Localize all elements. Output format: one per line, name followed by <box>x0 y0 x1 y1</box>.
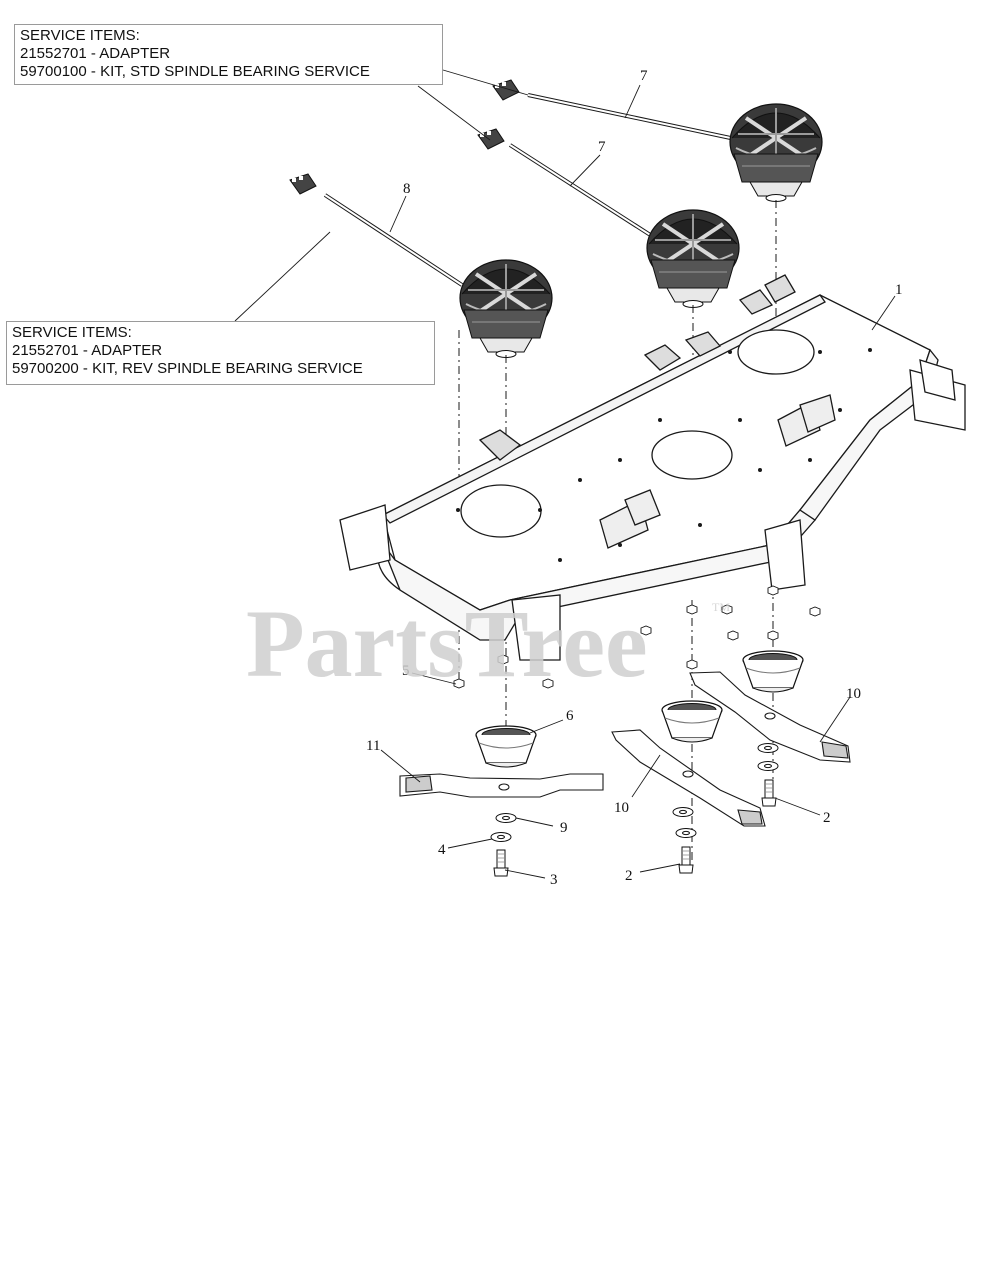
watermark: PartsTree TM <box>246 590 730 697</box>
mower-deck <box>339 274 966 661</box>
connector-top <box>492 79 520 101</box>
service-items-box-std: SERVICE ITEMS: 21552701 - ADAPTER 597001… <box>14 24 443 85</box>
blade-center <box>611 729 766 827</box>
flat-washer-right <box>757 743 779 753</box>
watermark-text: PartsTree <box>246 590 648 697</box>
callouts: 1 2 2 3 4 5 6 7 7 8 9 10 10 11 <box>366 68 903 888</box>
callout-blade-center: 10 <box>614 800 629 816</box>
cable-center-motor <box>508 143 657 240</box>
service-items-heading: SERVICE ITEMS: <box>20 27 140 44</box>
leader-lines <box>234 69 896 879</box>
callout-motor-center: 7 <box>598 139 606 155</box>
flat-washer-left <box>495 813 517 823</box>
callout-hub: 6 <box>566 708 574 724</box>
watermark-tm: TM <box>712 600 730 614</box>
bolt-left <box>493 849 509 877</box>
cable-left-motor <box>323 193 464 287</box>
callout-lock-washer: 4 <box>438 842 446 858</box>
service-items-heading: SERVICE ITEMS: <box>12 324 132 341</box>
callout-motor-top: 7 <box>640 68 648 84</box>
deck-holes <box>456 348 872 562</box>
callout-motor-left: 8 <box>403 181 411 197</box>
service-items-box-rev: SERVICE ITEMS: 21552701 - ADAPTER 597002… <box>6 321 435 385</box>
callout-bolt-left: 3 <box>550 872 558 888</box>
bolt-center <box>678 846 694 874</box>
service-item-rev-kit: 59700200 - KIT, REV SPINDLE BEARING SERV… <box>12 360 363 377</box>
callout-bolt-right: 2 <box>823 810 831 826</box>
motor-top <box>728 102 824 204</box>
cable-top-motor <box>527 93 741 142</box>
blade-right <box>689 671 851 763</box>
blade-hub-left <box>475 725 537 768</box>
bolt-right <box>761 779 777 807</box>
connector-center <box>477 128 505 150</box>
motor-center <box>645 208 741 310</box>
blade-hub-right <box>742 650 804 693</box>
callout-nut: 5 <box>402 663 410 679</box>
lock-washer-center <box>675 828 697 838</box>
flat-washer-center <box>672 807 694 817</box>
connector-left <box>289 173 317 195</box>
lock-washer-left <box>490 832 512 842</box>
service-item-adapter: 21552701 - ADAPTER <box>12 342 163 359</box>
motor-left <box>458 258 554 360</box>
callout-deck: 1 <box>895 282 903 298</box>
callout-bolt-center: 2 <box>625 868 633 884</box>
callout-blade-left: 11 <box>366 738 380 754</box>
blade-hub-center <box>661 700 723 743</box>
callout-flat-washer: 9 <box>560 820 568 836</box>
lock-washer-right <box>757 761 779 771</box>
service-item-std-kit: 59700100 - KIT, STD SPINDLE BEARING SERV… <box>20 63 370 80</box>
callout-blade-right: 10 <box>846 686 861 702</box>
blade-left <box>399 773 604 798</box>
service-item-adapter: 21552701 - ADAPTER <box>20 45 171 62</box>
